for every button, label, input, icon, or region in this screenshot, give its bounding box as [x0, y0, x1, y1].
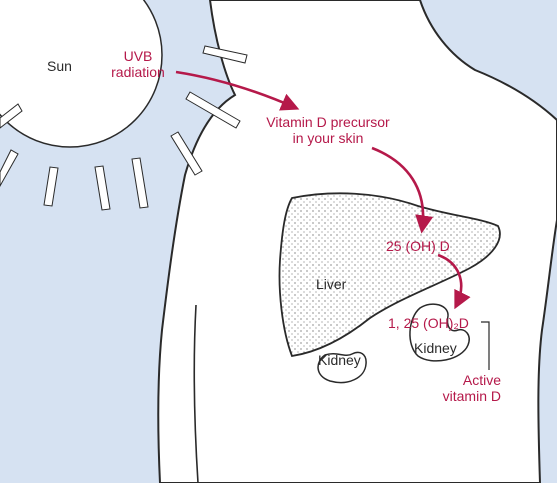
precursor-label-line1: Vitamin D precursor [248, 114, 408, 130]
kidney-right-label: Kidney [414, 340, 457, 356]
active-label-line2: vitamin D [413, 388, 501, 404]
active-label-line1: Active [413, 372, 501, 388]
precursor-label-line2: in your skin [248, 130, 408, 146]
uvb-label-line2: radiation [108, 64, 168, 80]
precursor-label: Vitamin D precursor in your skin [248, 114, 408, 146]
kidney-left-label: Kidney [318, 352, 361, 368]
dihydroxy-label: 1, 25 (OH)₂D [388, 315, 469, 331]
uvb-label-line1: UVB [108, 48, 168, 64]
sun-label: Sun [47, 58, 72, 74]
uvb-label: UVB radiation [108, 48, 168, 80]
liver-label: Liver [316, 276, 346, 292]
hydroxy-label: 25 (OH) D [386, 238, 450, 254]
active-vitamin-label: Active vitamin D [413, 372, 501, 404]
